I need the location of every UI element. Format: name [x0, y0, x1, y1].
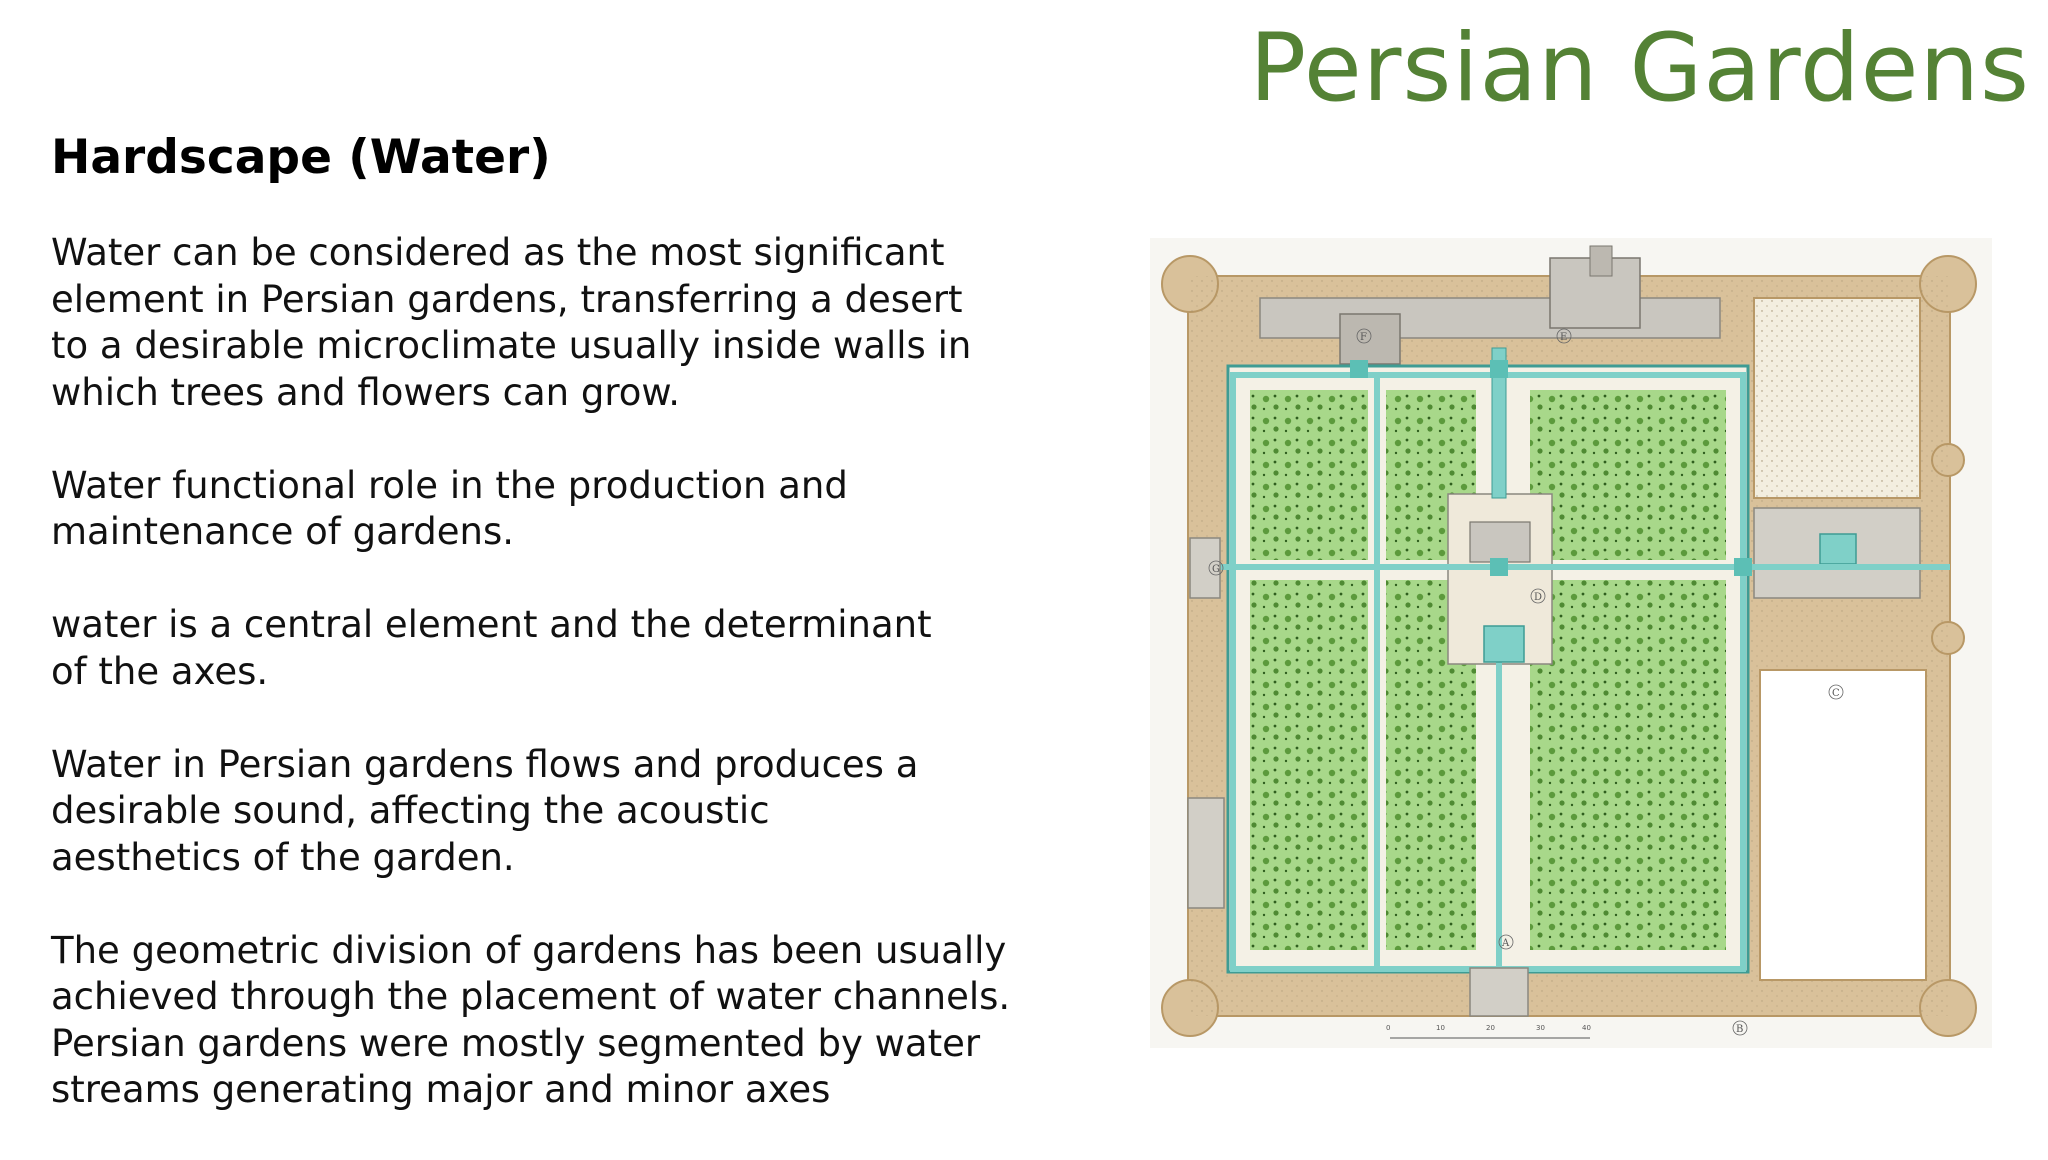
text-line: desirable sound, affecting the acoustic [51, 789, 770, 832]
paragraph-4: Water in Persian gardens flows and produ… [51, 742, 1111, 882]
text-line: which trees and flowers can grow. [51, 370, 680, 414]
text-line: aesthetics of the garden. [51, 835, 515, 879]
slide-title: Persian Gardens [1249, 14, 2030, 123]
section-heading: Hardscape (Water) [51, 130, 551, 185]
garden-beds-upper [1250, 390, 1726, 560]
sand-texture [1754, 298, 1920, 498]
text-line: Water functional role in the production … [51, 463, 848, 507]
scale-mark: 0 [1386, 1024, 1390, 1032]
text-line: Persian gardens were mostly segmented by… [51, 1021, 981, 1065]
text-line: The geometric division of gardens has be… [51, 928, 1007, 972]
scale-mark: 10 [1436, 1024, 1445, 1032]
text-line: maintenance of gardens. [51, 510, 515, 553]
plan-label: B [1736, 1024, 1743, 1035]
plan-label: D [1534, 592, 1542, 603]
body-text: Water can be considered as the most sign… [51, 230, 1111, 1160]
south-gate [1469, 967, 1529, 1017]
text-line: to a desirable microclimate usually insi… [51, 324, 972, 367]
pavilion-buildings [1259, 245, 1721, 365]
text-line: element in Persian gardens, transferring… [51, 277, 963, 321]
scale-mark: 20 [1486, 1024, 1495, 1032]
paragraph-5: The geometric division of gardens has be… [51, 928, 1111, 1114]
paragraph-2: Water functional role in the production … [51, 463, 1111, 556]
west-gate [1189, 537, 1221, 599]
plan-label: F [1360, 332, 1367, 343]
text-line: achieved through the placement of water … [51, 975, 1011, 1018]
plan-label: E [1560, 332, 1567, 343]
scale-mark: 30 [1536, 1024, 1545, 1032]
text-line: streams generating major and minor axes [51, 1068, 831, 1111]
garden-plan-image: A B C D E F G 0 10 20 30 40 [1150, 238, 1992, 1048]
text-line: Water can be considered as the most sign… [51, 231, 945, 274]
scale-mark: 40 [1582, 1024, 1591, 1032]
open-field [1759, 669, 1927, 981]
courtyard-pool [1819, 533, 1857, 565]
text-line: water is a central element and the deter… [51, 603, 932, 646]
west-building [1187, 797, 1225, 909]
plan-label: A [1501, 938, 1510, 949]
pavilion-hall [1469, 521, 1531, 563]
plan-labels: A B C D E F G [1208, 328, 1844, 1036]
plan-label: G [1212, 564, 1220, 575]
scale-bar: 0 10 20 30 40 [1386, 1024, 1591, 1039]
paragraph-3: water is a central element and the deter… [51, 602, 1111, 695]
paragraph-1: Water can be considered as the most sign… [51, 230, 1111, 416]
garden-plan-drawing: A B C D E F G 0 10 20 30 40 [1161, 245, 1977, 1039]
plan-label: C [1832, 688, 1840, 699]
text-line: Water in Persian gardens flows and produ… [51, 742, 919, 786]
text-line: of the axes. [51, 649, 269, 693]
